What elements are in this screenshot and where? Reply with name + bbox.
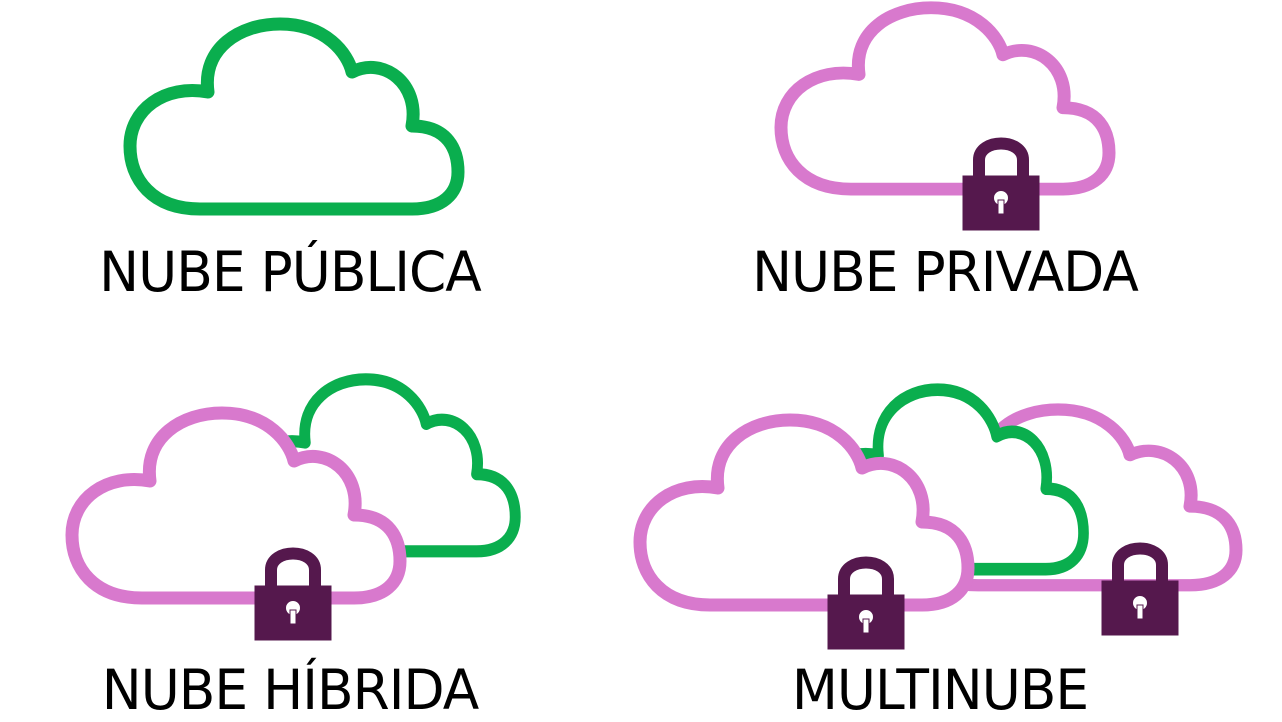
public-cloud-icon <box>130 24 458 209</box>
private-cloud-label: NUBE PRIVADA <box>752 240 1139 304</box>
public-cloud-label: NUBE PÚBLICA <box>99 240 482 304</box>
hybrid-cloud-label: NUBE HÍBRIDA <box>101 658 479 722</box>
multi-cloud-label: MULTINUBE <box>791 658 1089 722</box>
private-cloud-icon <box>781 8 1109 189</box>
